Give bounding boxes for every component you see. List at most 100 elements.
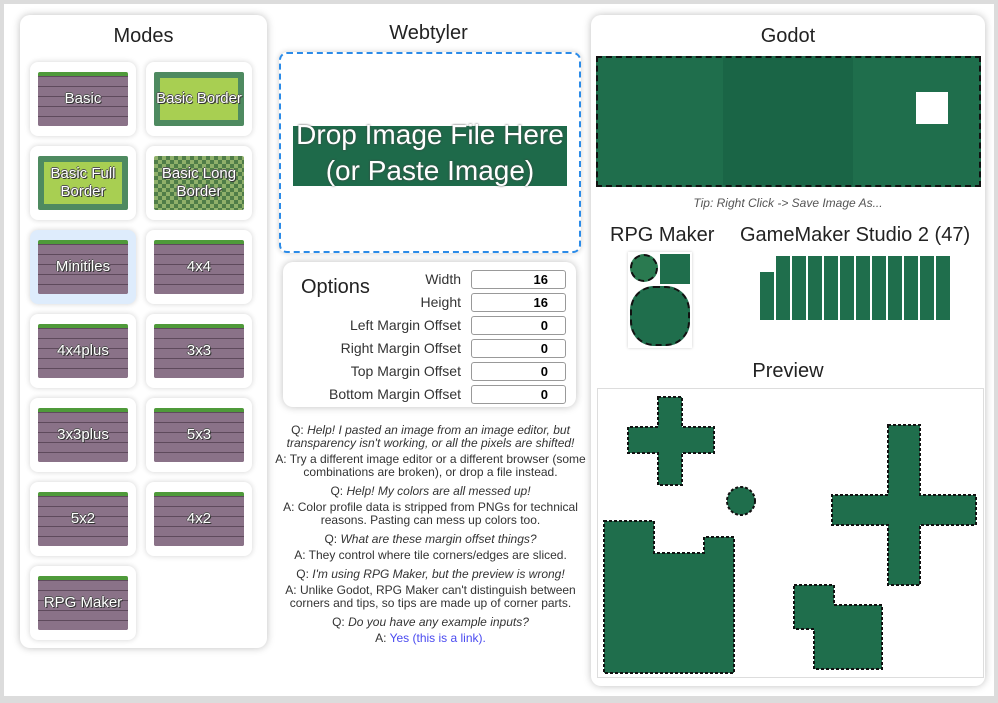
mode-tile[interactable]: 4x2: [146, 482, 252, 556]
mode-tile-image: [38, 492, 128, 546]
mode-tile-image: [38, 324, 128, 378]
mode-tile-label: Basic Long Border: [161, 165, 237, 200]
option-row: Right Margin Offset: [341, 338, 566, 358]
godot-output-image[interactable]: [596, 56, 981, 187]
mode-tile-label: 5x2: [70, 510, 96, 527]
option-input[interactable]: [471, 338, 566, 358]
faq-answer: A: Unlike Godot, RPG Maker can't disting…: [275, 584, 586, 610]
drop-zone-image: [293, 126, 567, 186]
question-text: I'm using RPG Maker, but the preview is …: [312, 567, 565, 581]
drop-zone-text: Drop Image File Here (or Paste Image): [296, 118, 564, 186]
option-label: Height: [420, 294, 461, 310]
q-prefix: Q:: [296, 567, 313, 581]
gamemaker-title: GameMaker Studio 2 (47): [740, 224, 971, 246]
answer-text: Try a different image editor or a differ…: [289, 452, 586, 479]
mode-tile-image: [154, 156, 244, 210]
faq-answer: A: Yes (this is a link).: [275, 632, 586, 645]
mode-tile[interactable]: Basic Border: [146, 62, 252, 136]
mode-tile[interactable]: Basic: [30, 62, 136, 136]
mode-tile-label: 5x3: [186, 426, 212, 443]
mode-tile-image: [38, 240, 128, 294]
q-prefix: Q:: [332, 615, 349, 629]
a-prefix: A:: [285, 583, 300, 597]
mode-tile[interactable]: 5x3: [146, 398, 252, 472]
rpg-maker-output-image[interactable]: [628, 252, 692, 348]
option-row: Height: [421, 292, 566, 312]
option-label: Width: [425, 271, 461, 287]
mode-tile-label: 4x4plus: [57, 342, 109, 359]
faq-question: Q: Help! My colors are all messed up!: [275, 485, 586, 498]
faq-answer: A: Try a different image editor or a dif…: [275, 453, 586, 479]
godot-title: Godot: [760, 25, 816, 47]
mode-tile-label: Basic Full Border: [50, 165, 116, 200]
faq-question: Q: What are these margin offset things?: [275, 533, 586, 546]
faq-question: Q: Help! I pasted an image from an image…: [275, 424, 586, 450]
mode-tile-image: [38, 408, 128, 462]
question-text: What are these margin offset things?: [340, 532, 537, 546]
answer-text: Color profile data is stripped from PNGs…: [297, 500, 578, 527]
preview-tiles: [603, 396, 977, 674]
option-input[interactable]: [471, 384, 566, 404]
mode-tile[interactable]: 5x2: [30, 482, 136, 556]
answer-text: They control where tile corners/edges ar…: [308, 548, 567, 562]
options-panel: Options WidthHeightLeft Margin OffsetRig…: [283, 262, 576, 407]
mode-tile-image: [154, 324, 244, 378]
option-label: Right Margin Offset: [340, 340, 461, 356]
faq-answer: A: Color profile data is stripped from P…: [275, 501, 586, 527]
mode-tile-label: Basic: [64, 90, 102, 107]
question-text: Help! My colors are all messed up!: [346, 484, 531, 498]
answer-text: Unlike Godot, RPG Maker can't distinguis…: [289, 583, 576, 610]
a-prefix: A:: [275, 452, 290, 466]
option-input[interactable]: [471, 361, 566, 381]
mode-tile-label: Basic Border: [156, 90, 242, 107]
faq: Q: Help! I pasted an image from an image…: [275, 418, 586, 645]
q-prefix: Q:: [291, 423, 308, 437]
mode-tile[interactable]: RPG Maker: [30, 566, 136, 640]
mode-tile[interactable]: Minitiles: [30, 230, 136, 304]
faq-question: Q: I'm using RPG Maker, but the preview …: [275, 568, 586, 581]
mode-tile[interactable]: 3x3: [146, 314, 252, 388]
mode-tile-label: 3x3: [186, 342, 212, 359]
option-input[interactable]: [471, 269, 566, 289]
option-row: Width: [425, 269, 566, 289]
mode-tile[interactable]: 4x4: [146, 230, 252, 304]
mode-tile-image: [154, 240, 244, 294]
option-row: Top Margin Offset: [351, 361, 566, 381]
q-prefix: Q:: [330, 484, 347, 498]
rpg-maker-title: RPG Maker: [610, 224, 715, 246]
faq-question: Q: Do you have any example inputs?: [275, 616, 586, 629]
q-prefix: Q:: [324, 532, 341, 546]
faq-answer: A: They control where tile corners/edges…: [275, 549, 586, 562]
mode-tile[interactable]: Basic Long Border: [146, 146, 252, 220]
save-tip: Tip: Right Click -> Save Image As...: [693, 196, 883, 210]
option-label: Left Margin Offset: [349, 317, 461, 333]
a-prefix: A:: [375, 631, 390, 645]
option-row: Bottom Margin Offset: [329, 384, 566, 404]
option-row: Left Margin Offset: [350, 315, 566, 335]
preview-title: Preview: [752, 360, 824, 382]
a-prefix: A:: [294, 548, 309, 562]
option-input[interactable]: [471, 315, 566, 335]
modes-title: Modes: [113, 25, 174, 47]
mode-tile-label: 4x4: [186, 258, 212, 275]
option-input[interactable]: [471, 292, 566, 312]
mode-tile-image: [154, 408, 244, 462]
mode-tile[interactable]: Basic Full Border: [30, 146, 136, 220]
option-label: Bottom Margin Offset: [328, 386, 461, 402]
mode-tile[interactable]: 4x4plus: [30, 314, 136, 388]
example-inputs-link[interactable]: Yes (this is a link).: [389, 631, 486, 645]
webtyler-title: Webtyler: [389, 22, 468, 44]
mode-tile-image: [38, 72, 128, 126]
preview-canvas: [597, 388, 984, 678]
option-label: Top Margin Offset: [350, 363, 461, 379]
mode-tile-image: [154, 72, 244, 126]
gamemaker-output-image[interactable]: [760, 256, 952, 320]
mode-tile-label: 4x2: [186, 510, 212, 527]
question-text: Do you have any example inputs?: [348, 615, 529, 629]
mode-tile-label: RPG Maker: [43, 594, 123, 611]
mode-tile-image: [154, 492, 244, 546]
image-drop-zone[interactable]: Drop Image File Here (or Paste Image): [279, 52, 581, 253]
a-prefix: A:: [283, 500, 298, 514]
question-text: Help! I pasted an image from an image ed…: [286, 423, 575, 450]
mode-tile[interactable]: 3x3plus: [30, 398, 136, 472]
